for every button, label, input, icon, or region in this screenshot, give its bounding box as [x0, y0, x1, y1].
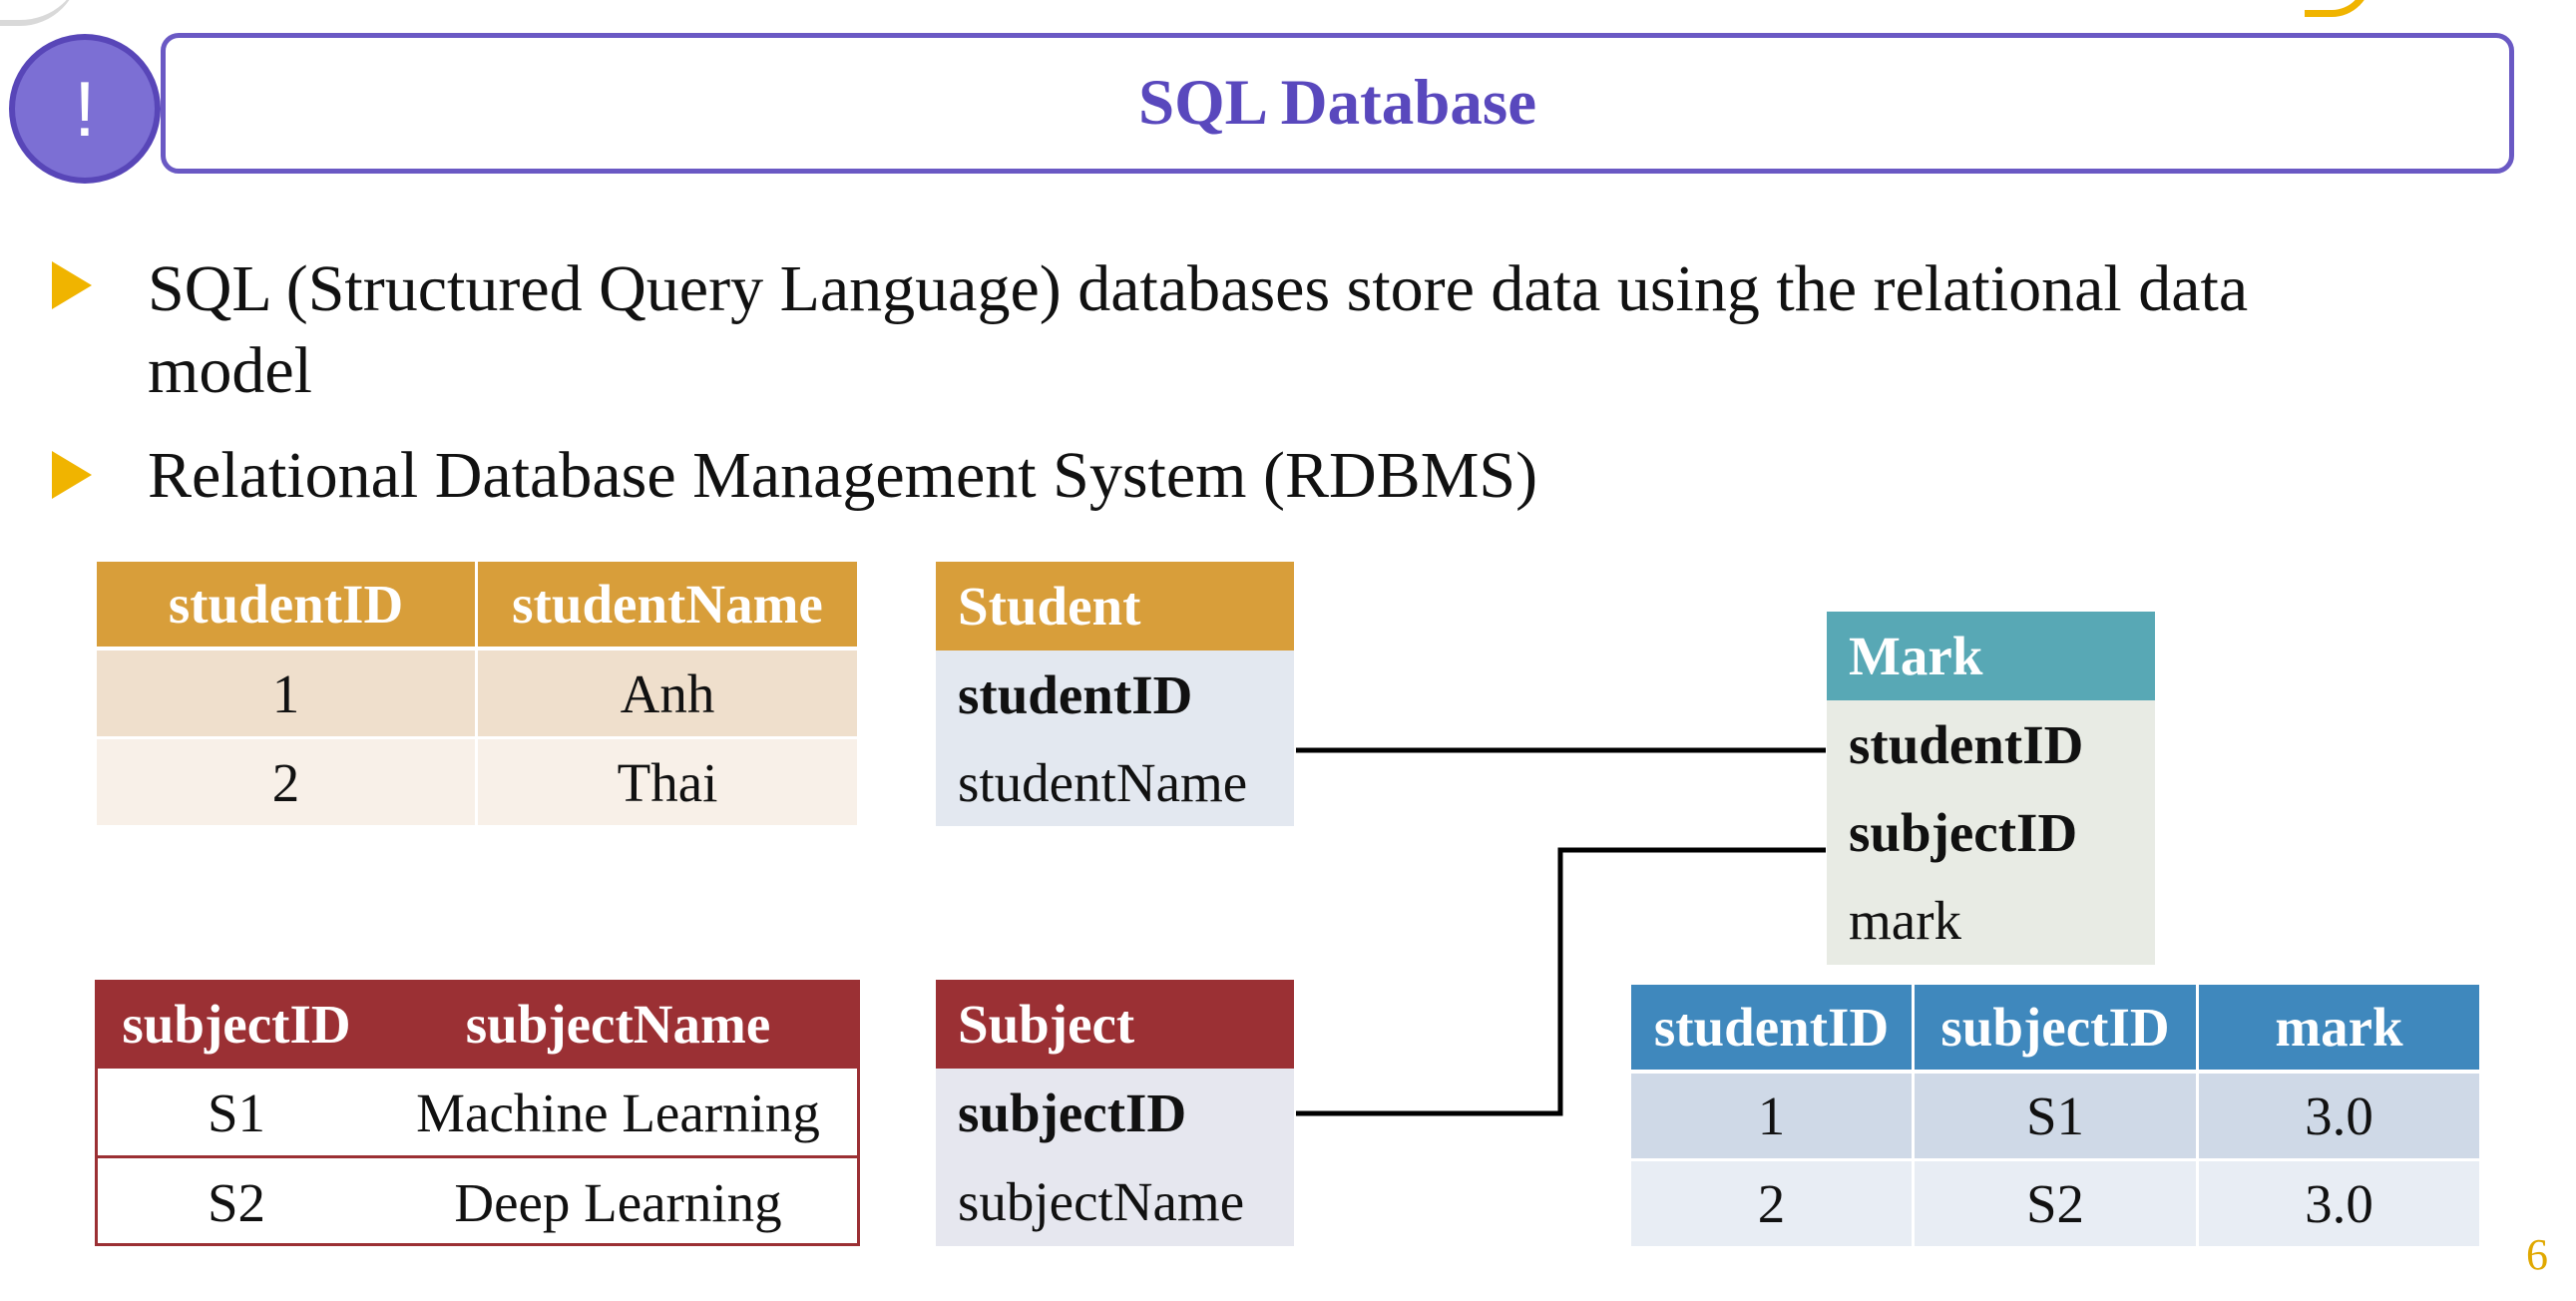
entity-title: Mark	[1827, 612, 2155, 700]
bullet-1-line-1: SQL (Structured Query Language) database…	[148, 252, 2249, 325]
slide-title: SQL Database	[161, 33, 2514, 174]
entity-key-field: subjectID	[936, 1069, 1294, 1157]
subject-mark-link	[1296, 847, 1826, 1116]
table-cell: Anh	[478, 650, 857, 736]
table-cell: 2	[97, 739, 475, 825]
bullet-arrow-icon	[52, 261, 92, 309]
table-header: studentID	[1631, 985, 1912, 1070]
table-header: studentName	[478, 562, 857, 647]
table-cell: 2	[1631, 1161, 1912, 1246]
table-header: subjectID	[122, 994, 351, 1055]
table-cell: 3.0	[2199, 1161, 2479, 1246]
table-header: mark	[2199, 985, 2479, 1070]
table-cell: S1	[207, 1082, 266, 1143]
entity-key-field: studentID	[936, 650, 1294, 738]
entity-field: subjectName	[936, 1157, 1294, 1246]
entity-key-field: subjectID	[1827, 788, 2155, 876]
table-cell: 3.0	[2199, 1074, 2479, 1158]
table-cell: Machine Learning	[416, 1082, 820, 1143]
table-header: studentID	[97, 562, 475, 647]
table-header: subjectID	[1915, 985, 2196, 1070]
bullet-2: Relational Database Management System (R…	[148, 439, 1538, 512]
table-cell: S2	[1915, 1161, 2196, 1246]
table-cell: S2	[207, 1171, 266, 1233]
table-cell: Thai	[478, 739, 857, 825]
page-number: 6	[2526, 1230, 2548, 1279]
entity-title: Student	[936, 562, 1294, 650]
table-cell: S1	[1915, 1074, 2196, 1158]
table-cell: 1	[97, 650, 475, 736]
bullet-arrow-icon	[52, 451, 92, 499]
entity-field: studentName	[936, 738, 1294, 826]
table-cell: 1	[1631, 1074, 1912, 1158]
table-cell: Deep Learning	[454, 1171, 782, 1233]
entity-title: Subject	[936, 980, 1294, 1069]
table-header: subjectName	[465, 994, 771, 1055]
exclamation-badge-icon: !	[9, 34, 161, 184]
entity-field: mark	[1827, 876, 2155, 965]
bullet-1-line-2: model	[148, 334, 312, 407]
entity-key-field: studentID	[1827, 700, 2155, 788]
